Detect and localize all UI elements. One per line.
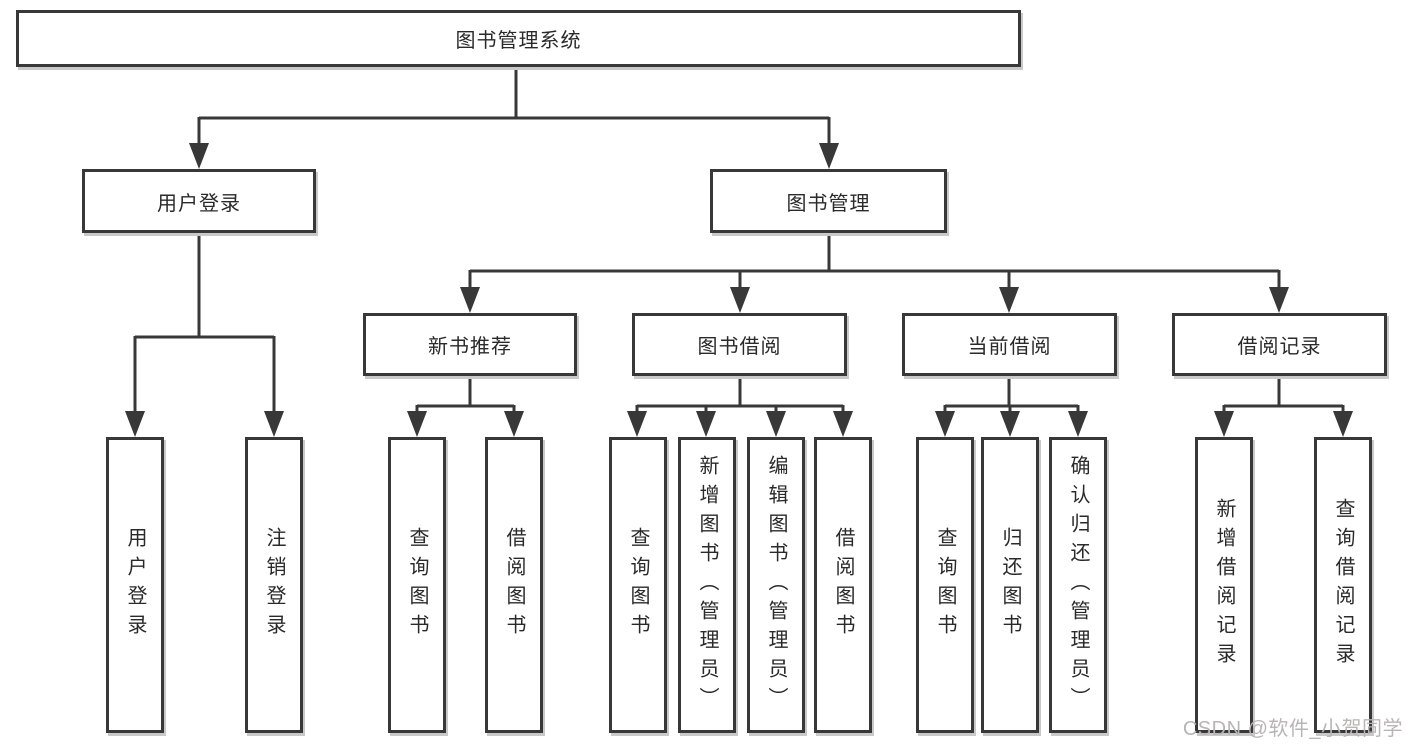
node-leaf-edit-books-admin-label: 编辑图书（管理员）	[765, 454, 787, 716]
node-leaf-add-borrow-record-label: 新增借阅记录	[1213, 498, 1235, 672]
node-book-borrowing: 图书借阅	[632, 313, 847, 376]
node-leaf-borrow-books-2-label: 借阅图书	[832, 527, 854, 643]
arrow-down-icons	[125, 143, 1353, 437]
node-library-management-system: 图书管理系统	[16, 10, 1021, 67]
node-book-borrowing-label: 图书借阅	[697, 336, 782, 358]
node-leaf-logout: 注销登录	[245, 437, 303, 733]
node-leaf-borrow-books-1-label: 借阅图书	[503, 527, 525, 643]
node-leaf-confirm-return-admin: 确认归还（管理员）	[1049, 437, 1107, 733]
node-leaf-query-books-2-label: 查询图书	[627, 527, 649, 643]
node-book-management-label: 图书管理	[786, 192, 871, 215]
node-leaf-add-borrow-record: 新增借阅记录	[1195, 437, 1253, 733]
node-leaf-borrow-books-2: 借阅图书	[814, 437, 872, 733]
node-new-book-recommendation-label: 新书推荐	[428, 336, 512, 358]
node-leaf-query-borrow-record: 查询借阅记录	[1314, 437, 1372, 733]
node-leaf-query-books-2: 查询图书	[609, 437, 667, 733]
node-library-management-system-label: 图书管理系统	[455, 30, 582, 52]
csdn-watermark: CSDN @软件_小贺同学	[1182, 718, 1403, 740]
node-leaf-return-books: 归还图书	[981, 437, 1039, 733]
node-borrowing-records: 借阅记录	[1172, 313, 1387, 376]
node-leaf-user-login-label: 用户登录	[124, 527, 146, 643]
node-user-login-group: 用户登录	[82, 169, 316, 233]
node-current-borrowing: 当前借阅	[902, 313, 1117, 376]
node-leaf-logout-label: 注销登录	[263, 527, 285, 643]
node-leaf-query-books-1: 查询图书	[388, 437, 446, 733]
node-new-book-recommendation: 新书推荐	[363, 313, 577, 376]
node-borrowing-records-label: 借阅记录	[1237, 336, 1322, 358]
node-leaf-borrow-books-1: 借阅图书	[485, 437, 543, 733]
node-leaf-query-books-3: 查询图书	[916, 437, 974, 733]
node-leaf-add-books-admin-label: 新增图书（管理员）	[696, 454, 718, 716]
node-leaf-user-login: 用户登录	[106, 437, 164, 733]
node-leaf-return-books-label: 归还图书	[999, 527, 1021, 643]
node-leaf-query-books-3-label: 查询图书	[934, 527, 956, 643]
node-current-borrowing-label: 当前借阅	[967, 336, 1052, 358]
node-leaf-query-borrow-record-label: 查询借阅记录	[1332, 498, 1354, 672]
node-user-login-group-label: 用户登录	[157, 192, 241, 215]
node-leaf-confirm-return-admin-label: 确认归还（管理员）	[1067, 454, 1089, 716]
node-book-management: 图书管理	[710, 169, 947, 233]
node-leaf-add-books-admin: 新增图书（管理员）	[678, 437, 736, 733]
node-leaf-edit-books-admin: 编辑图书（管理员）	[747, 437, 805, 733]
node-leaf-query-books-1-label: 查询图书	[406, 527, 428, 643]
